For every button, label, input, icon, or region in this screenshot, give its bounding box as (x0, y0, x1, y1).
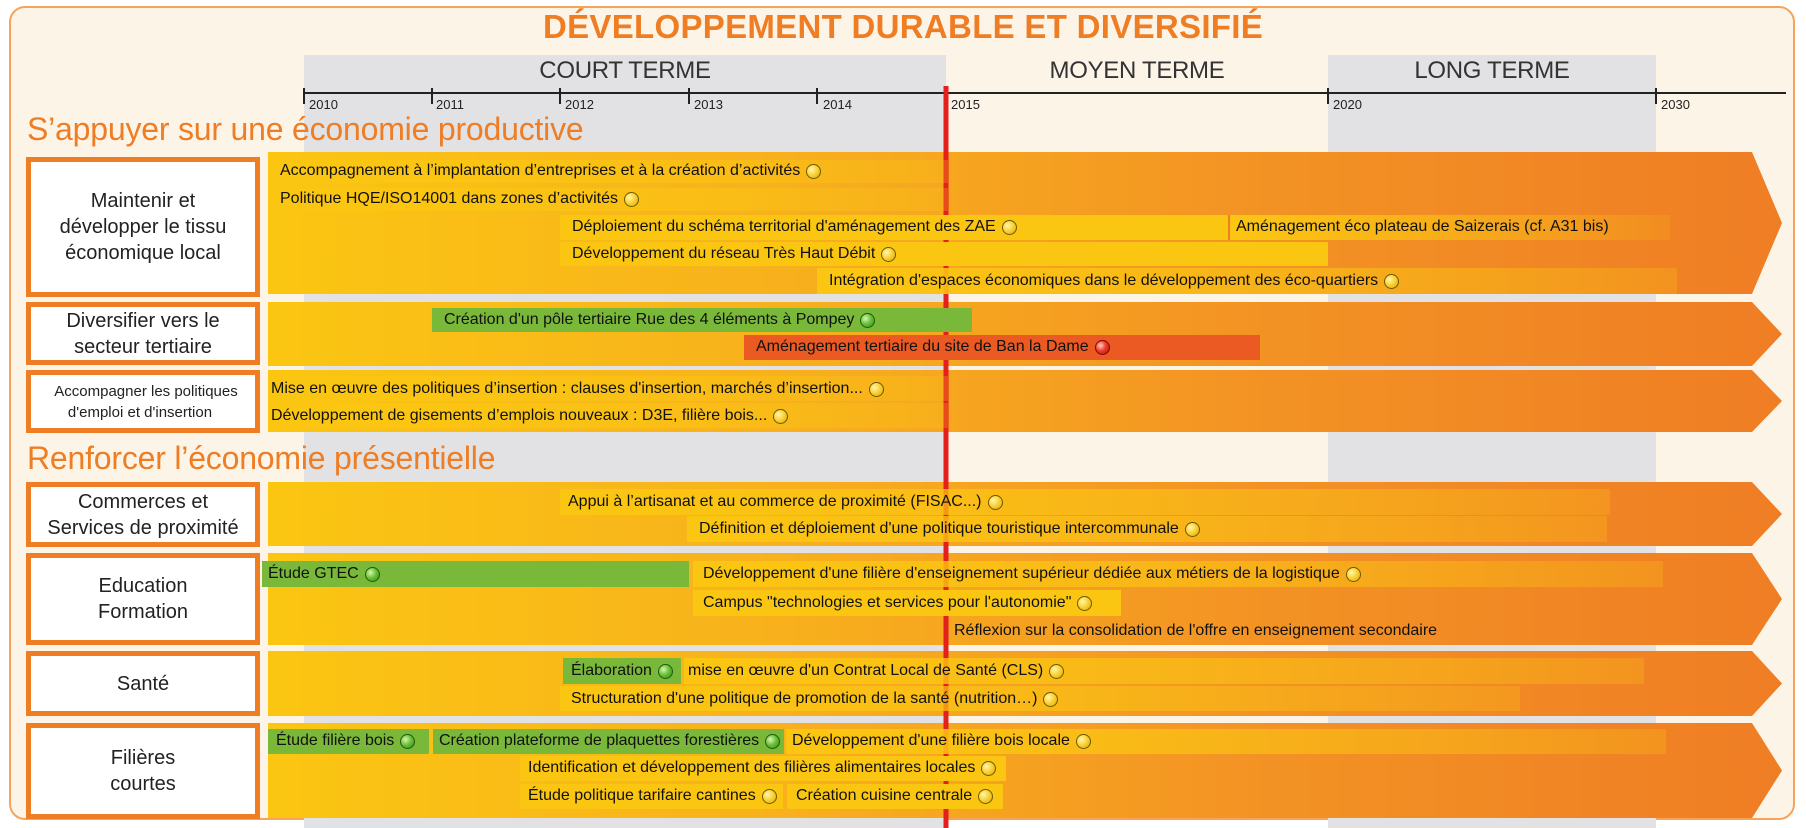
action-label: Accompagnement à l’implantation d’entrep… (280, 163, 822, 179)
action-label: Intégration d'espaces économiques dans l… (829, 273, 1400, 289)
status-green-icon (364, 566, 380, 582)
action-bar (432, 308, 972, 332)
year-2010: 2010 (309, 97, 338, 112)
action-label: Déploiement du schéma territorial d'amén… (572, 219, 1017, 235)
status-yellow-icon (881, 246, 897, 262)
status-yellow-icon (773, 408, 789, 424)
action-bar (560, 489, 1610, 515)
status-red-icon (1094, 339, 1110, 355)
action-bar (268, 403, 948, 428)
action-label: Structuration d'une politique de promoti… (571, 691, 1059, 707)
period-court-terme: COURT TERME (539, 57, 711, 84)
category-label: Diversifier vers le secteur tertiaire (66, 309, 220, 358)
action-bar (693, 561, 1663, 587)
category-label: Education Formation (97, 575, 189, 623)
section-title-productive: S’appuyer sur une économie productive (27, 111, 584, 147)
status-green-icon (400, 733, 416, 749)
status-yellow-icon (806, 163, 822, 179)
action-bar (693, 590, 1121, 616)
action-bar (786, 729, 1666, 754)
action-bar (520, 784, 783, 809)
status-yellow-icon (1077, 595, 1093, 611)
action-label: Développement d'une filière d'enseigneme… (703, 566, 1361, 582)
status-yellow-icon (1043, 691, 1059, 707)
action-label: Mise en œuvre des politiques d’insertion… (271, 381, 884, 397)
year-2014: 2014 (823, 97, 852, 112)
action-bar (560, 215, 1228, 240)
category-education: Education Formation (26, 553, 260, 645)
period-long-terme: LONG TERME (1414, 57, 1570, 84)
section-title-presentielle: Renforcer l’économie présentielle (27, 440, 496, 476)
action-label: Étude GTEC (268, 566, 380, 582)
action-label: Création cuisine centrale (796, 788, 994, 804)
action-label: Appui à l’artisanat et au commerce de pr… (568, 494, 1003, 510)
period-moyen-terme: MOYEN TERME (1049, 57, 1225, 84)
year-2012: 2012 (565, 97, 594, 112)
action-bar (560, 686, 1520, 711)
category-label: Accompagner les politiques d'emploi et d… (54, 382, 238, 421)
action-bar (520, 756, 1006, 781)
category-label: Maintenir et développer le tissu économi… (59, 190, 227, 264)
action-label: Étude filière bois (276, 733, 416, 749)
year-2015: 2015 (951, 97, 980, 112)
category-commerces: Commerces et Services de proximité (26, 482, 260, 547)
status-yellow-icon (1345, 566, 1361, 582)
action-bar (262, 561, 689, 587)
status-green-icon (657, 663, 673, 679)
action-bar (268, 160, 948, 183)
status-yellow-icon (978, 788, 994, 804)
action-label: Développement du réseau Très Haut Débit (572, 246, 897, 262)
main-title: DÉVELOPPEMENT DURABLE ET DIVERSIFIÉ (542, 8, 1264, 45)
action-label: Identification et développement des fili… (528, 760, 997, 776)
action-label: Développement de gisements d’emplois nou… (271, 408, 789, 424)
year-2030: 2030 (1661, 97, 1690, 112)
category-sante: Santé (26, 651, 260, 716)
year-2013: 2013 (694, 97, 723, 112)
action-label: Élaboration (571, 663, 673, 679)
status-yellow-icon (868, 381, 884, 397)
status-yellow-icon (981, 760, 997, 776)
status-yellow-icon (987, 494, 1003, 510)
action-bar (684, 658, 1644, 684)
action-label: Définition et déploiement d'une politiqu… (699, 521, 1200, 537)
year-2020: 2020 (1333, 97, 1362, 112)
action-label: Campus "technologies et services pour l'… (703, 595, 1093, 611)
action-bar (268, 188, 948, 211)
category-filieres-courtes: Filières courtes (26, 723, 260, 819)
action-label: Création plateforme de plaquettes forest… (439, 733, 781, 749)
action-bar (744, 335, 1260, 360)
action-bar (687, 516, 1607, 542)
status-yellow-icon (1001, 219, 1017, 235)
status-green-icon (765, 733, 781, 749)
action-label: Aménagement tertiaire du site de Ban la … (756, 339, 1110, 355)
action-bar (817, 268, 1677, 294)
year-2011: 2011 (436, 97, 464, 112)
category-label: Santé (116, 672, 170, 695)
category-label: Commerces et Services de proximité (47, 490, 239, 539)
action-bar (433, 729, 784, 754)
action-bar (268, 376, 948, 401)
action-label: Politique HQE/ISO14001 dans zones d’acti… (280, 191, 639, 207)
action-bar (787, 784, 1003, 809)
action-bar (560, 242, 1328, 266)
category-label: Filières courtes (110, 747, 176, 795)
status-yellow-icon (1184, 521, 1200, 537)
status-green-icon (860, 312, 876, 328)
long-terme-band (1328, 55, 1656, 828)
status-yellow-icon (1049, 663, 1065, 679)
status-yellow-icon (623, 191, 639, 207)
action-label: Réflexion sur la consolidation de l'offr… (954, 622, 1438, 639)
action-label: mise en œuvre d'un Contrat Local de Sant… (688, 663, 1065, 679)
category-tissu-economique: Maintenir et développer le tissu économi… (26, 157, 260, 297)
action-label: Création d'un pôle tertiaire Rue des 4 é… (444, 312, 876, 328)
action-label: Aménagement éco plateau de Saizerais (cf… (1236, 218, 1609, 235)
action-bar (1228, 215, 1670, 240)
category-emploi-insertion: Accompagner les politiques d'emploi et d… (26, 370, 260, 433)
status-yellow-icon (761, 788, 777, 804)
action-label: Développement d'une filière bois locale (792, 733, 1091, 749)
action-label: Étude politique tarifaire cantines (528, 788, 777, 804)
status-yellow-icon (1075, 733, 1091, 749)
status-yellow-icon (1384, 273, 1400, 289)
category-secteur-tertiaire: Diversifier vers le secteur tertiaire (26, 302, 260, 365)
